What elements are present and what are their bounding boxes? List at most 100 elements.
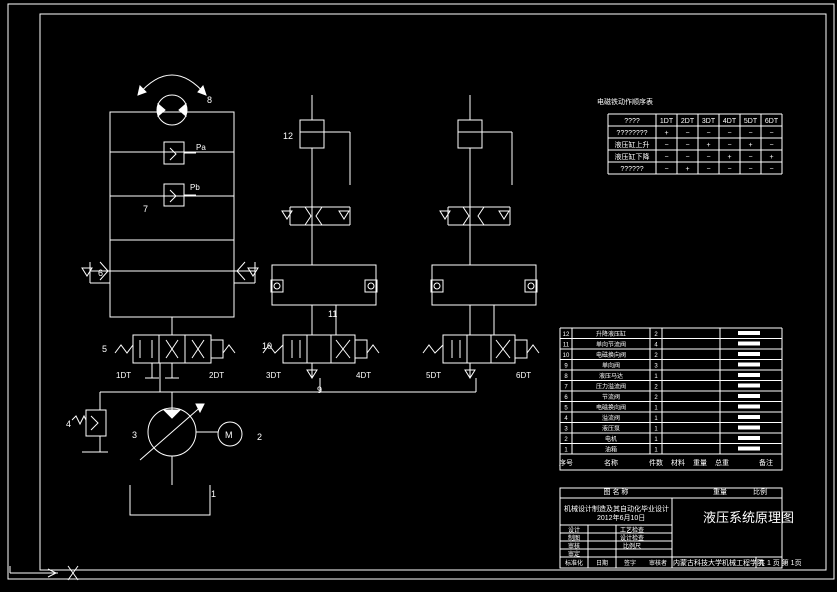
label-motor: M	[225, 430, 233, 440]
title-mid-label: 比例尺	[623, 542, 641, 550]
parts-row-qty: 2	[654, 353, 658, 359]
electric-motor-2	[217, 421, 243, 447]
action-cell: +	[685, 166, 689, 173]
label-4dt: 4DT	[356, 371, 371, 380]
action-cell: +	[748, 142, 752, 149]
action-cell: +	[727, 154, 731, 161]
label-6: 6	[98, 268, 103, 278]
action-cell: 液压缸上升	[615, 140, 650, 149]
parts-row-name: 电磁换向阀	[596, 351, 626, 359]
label-6dt: 6DT	[516, 371, 531, 380]
parts-row-name: 油箱	[605, 446, 617, 454]
action-cell: −	[685, 154, 689, 161]
action-cell: ??????	[620, 166, 643, 173]
relief-valve-lower	[163, 183, 185, 207]
parts-row-spec-mark	[738, 425, 760, 430]
parts-row-qty: 2	[654, 385, 658, 391]
parts-row-qty: 2	[654, 332, 658, 338]
action-cell: +	[664, 130, 668, 137]
action-cell: −	[706, 154, 710, 161]
title-bottom-label: 标准化	[565, 559, 583, 567]
action-cell: −	[664, 154, 668, 161]
directional-valve-10	[282, 334, 356, 364]
parts-row-name: 液压泵	[602, 425, 620, 433]
title-bottom-label: 日期	[596, 559, 608, 567]
coordinate-mark	[9, 565, 79, 581]
parts-row-spec-mark	[738, 436, 760, 440]
action-cell: −	[748, 130, 752, 137]
label-1: 1	[211, 489, 216, 499]
parts-row-spec-mark	[738, 383, 760, 388]
parts-row-num: 2	[564, 437, 568, 443]
parts-header-cell: 件数	[649, 458, 663, 467]
throttle-check-left	[81, 267, 93, 277]
motor-circuit	[81, 74, 259, 379]
action-cell: +	[769, 154, 773, 161]
cylinder-circuit-left	[262, 95, 380, 379]
drawing-date: 2012年6月10日	[597, 513, 645, 522]
label-3: 3	[132, 430, 137, 440]
label-5: 5	[102, 344, 107, 354]
project-title: 机械设计制造及其自动化毕业设计	[564, 504, 669, 513]
parts-row-name: 升降液压缸	[596, 330, 626, 338]
school-name: 内蒙古科技大学机械工程学院	[673, 558, 764, 567]
supply-circuit	[71, 363, 477, 516]
drawing-title: 液压系统原理图	[703, 510, 794, 525]
parts-row-name: 电磁换向阀	[596, 404, 626, 412]
parts-row-spec-mark	[738, 404, 760, 409]
label-2dt: 2DT	[209, 371, 224, 380]
action-header-cell: 4DT	[723, 118, 737, 125]
action-cell: −	[685, 142, 689, 149]
parts-row-spec-mark	[738, 373, 760, 377]
parts-row-qty: 3	[654, 364, 658, 370]
action-cell: −	[769, 130, 773, 137]
cylinder-circuit-right	[422, 95, 540, 379]
throttle-check-right	[247, 267, 259, 277]
title-bottom-label: 签字	[624, 559, 636, 567]
parts-row-num: 6	[564, 395, 568, 401]
weight-label: 重量	[713, 488, 727, 496]
action-cell: −	[748, 166, 752, 173]
label-12: 12	[283, 131, 293, 141]
parts-header-cell: 总重	[715, 458, 729, 467]
action-header-cell: 3DT	[702, 118, 716, 125]
action-cell: −	[664, 166, 668, 173]
check-valve-11-left	[270, 279, 284, 293]
label-pa: Pa	[196, 143, 206, 152]
parts-row-qty: 1	[654, 448, 658, 454]
title-bottom-label: 审核者	[649, 559, 667, 567]
parts-header-cell: 材料	[671, 458, 685, 467]
label-8: 8	[207, 95, 212, 105]
parts-row-num: 5	[564, 406, 568, 412]
parts-row-num: 1	[564, 448, 568, 454]
parts-header-cell: 序号	[559, 458, 573, 467]
action-cell: 液压缸下降	[615, 152, 650, 161]
title-mid-label: 工艺检查	[620, 526, 644, 534]
parts-row-spec-mark	[738, 415, 760, 419]
action-header-cell: 1DT	[660, 118, 674, 125]
parts-row-num: 7	[564, 385, 568, 391]
action-cell: −	[664, 142, 668, 149]
parts-row-spec-mark	[738, 352, 760, 356]
title-left-label: 设计	[568, 526, 580, 534]
parts-row-spec-mark	[738, 446, 760, 451]
parts-row-qty: 1	[654, 406, 658, 412]
title-left-label: 审定	[568, 550, 580, 558]
parts-row-spec-mark	[738, 394, 760, 398]
component-labels: 8 7 6 5 4 3 2 1 12 11 10 9 Pa Pb M 1DT 2…	[66, 95, 531, 499]
action-cell: −	[769, 166, 773, 173]
relief-valve-4	[85, 409, 107, 437]
action-cell: −	[727, 130, 731, 137]
title-mid-label: 设计检查	[620, 534, 644, 542]
parts-row-num: 9	[564, 364, 568, 370]
scale-label: 比例	[753, 487, 767, 496]
action-cell: −	[727, 166, 731, 173]
action-cell: ????????	[616, 130, 647, 137]
parts-row-name: 压力溢流阀	[596, 383, 626, 391]
label-10: 10	[262, 341, 272, 351]
sheet-count: 共 1 页 第 1页	[758, 558, 802, 567]
label-4: 4	[66, 419, 71, 429]
